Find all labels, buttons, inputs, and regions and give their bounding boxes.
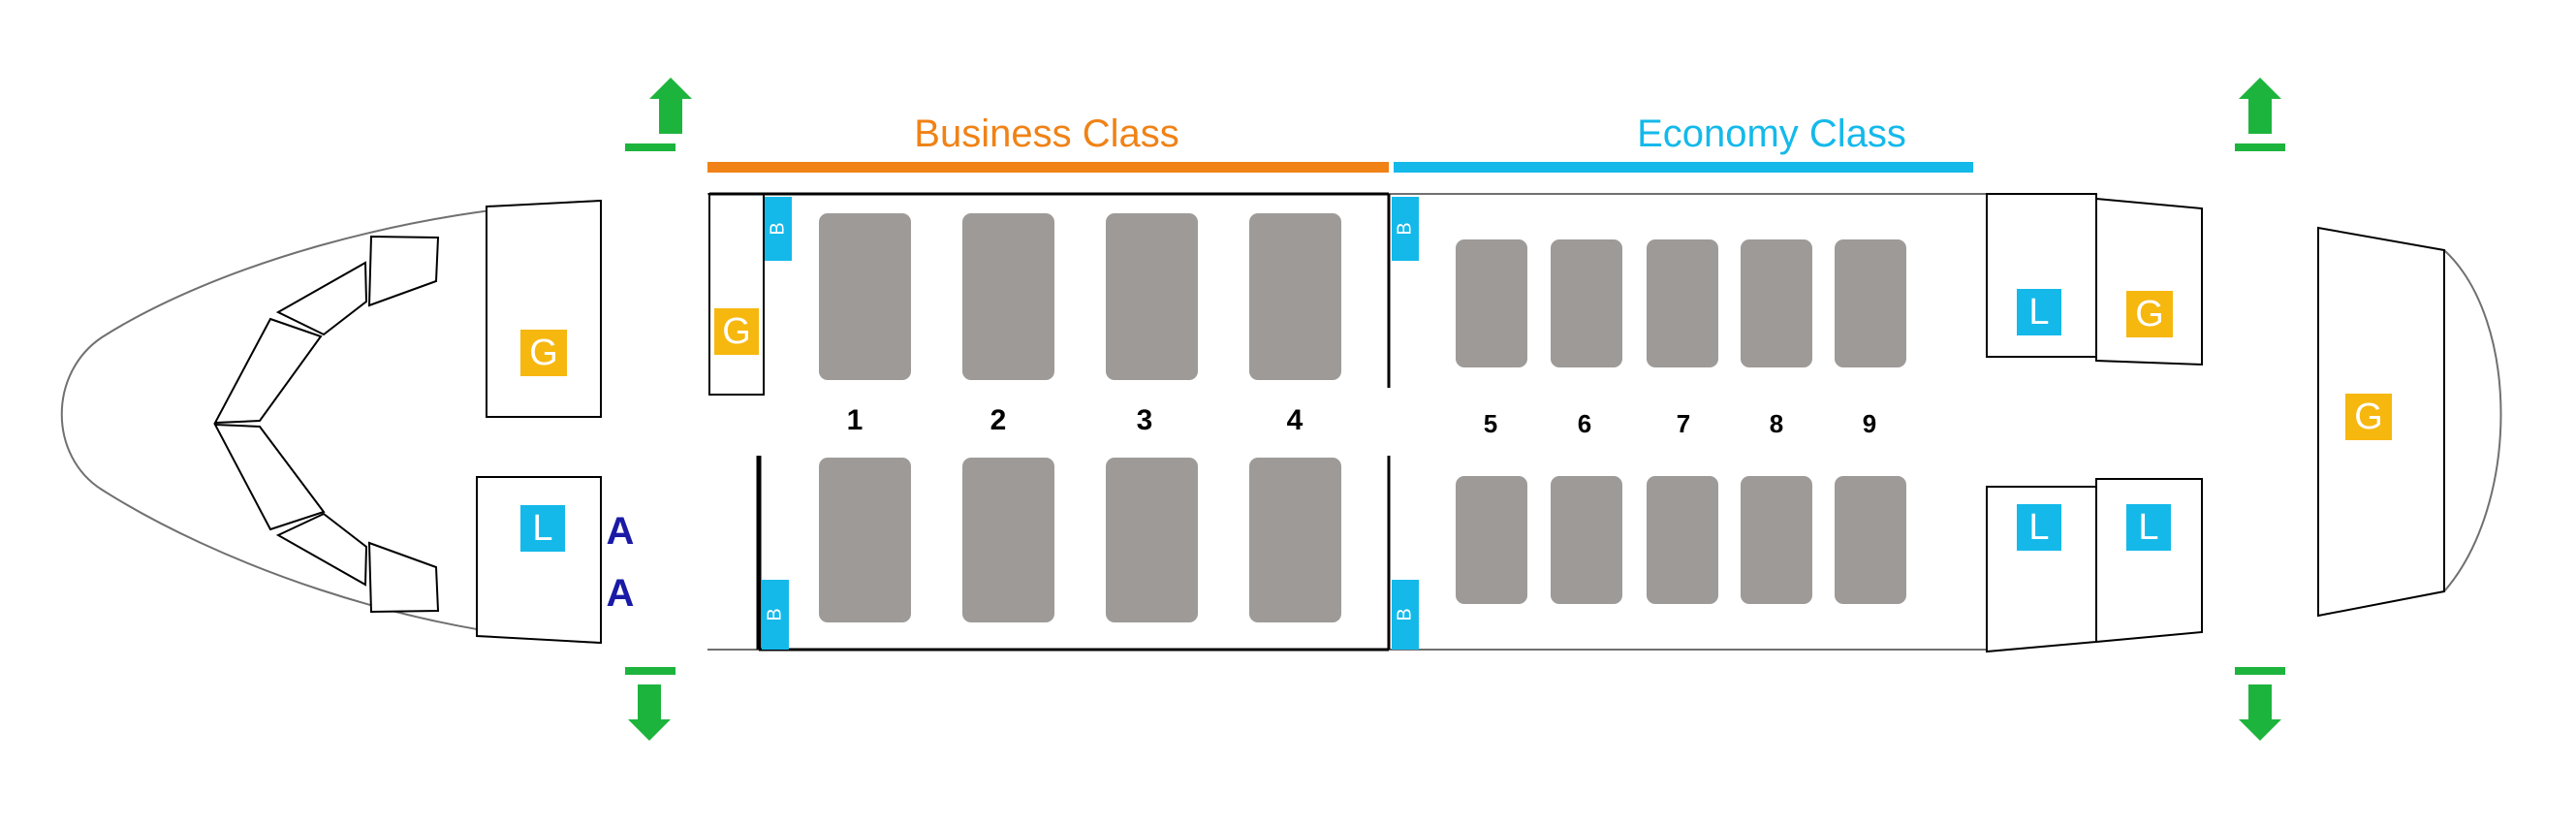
- aft-lav-unit-lower-right: [2095, 478, 2203, 644]
- aft-galley-unit-upper: [2095, 197, 2203, 366]
- galley-icon: G: [2126, 291, 2173, 337]
- cockpit-window-3: [213, 317, 323, 425]
- seat-5-upper[interactable]: [1456, 239, 1527, 367]
- business-class-bar: [707, 162, 1389, 173]
- economy-class-label: Economy Class: [1637, 112, 1906, 155]
- bassinet-icon: B: [1392, 580, 1419, 650]
- svg-text:G: G: [2354, 397, 2383, 437]
- row-number: 9: [1863, 409, 1876, 438]
- cockpit-window-1: [367, 235, 440, 307]
- galley-markers: G G G G: [520, 291, 2392, 440]
- lavatory-icon: L: [2017, 289, 2061, 335]
- row-number: 3: [1137, 404, 1153, 436]
- svg-text:L: L: [2138, 507, 2158, 548]
- svg-text:G: G: [2135, 294, 2164, 334]
- row-number: 6: [1578, 409, 1591, 438]
- economy-class-bar: [1394, 162, 1973, 173]
- seat-8-upper[interactable]: [1741, 239, 1812, 367]
- cockpit-window-2: [275, 261, 368, 336]
- row-number: 8: [1770, 409, 1783, 438]
- business-seats[interactable]: [819, 213, 1341, 622]
- seat-8-lower[interactable]: [1741, 476, 1812, 604]
- seat-4-lower[interactable]: [1249, 458, 1341, 622]
- nose-upper-line: [60, 200, 602, 644]
- attendant-seat-icon: A: [607, 572, 635, 615]
- lavatory-icon: L: [520, 505, 565, 552]
- svg-text:B: B: [1394, 222, 1415, 235]
- seat-1-upper[interactable]: [819, 213, 911, 380]
- galley-icon: G: [714, 308, 759, 355]
- seat-9-upper[interactable]: [1835, 239, 1906, 367]
- exit-arrow-icon: [2235, 78, 2285, 151]
- seat-5-lower[interactable]: [1456, 476, 1527, 604]
- row-number: 5: [1484, 409, 1497, 438]
- seat-2-upper[interactable]: [962, 213, 1054, 380]
- lavatory-icon: L: [2017, 504, 2061, 551]
- tail-cap: [2443, 249, 2502, 592]
- svg-text:B: B: [764, 608, 785, 620]
- galley-icon: G: [2345, 394, 2392, 440]
- row-numbers: 1 2 3 4 5 6 7 8 9: [847, 404, 1877, 438]
- seat-6-lower[interactable]: [1551, 476, 1622, 604]
- cockpit-windows: [213, 235, 440, 614]
- exit-arrow-icon: [2235, 667, 2285, 741]
- exit-arrows: [625, 78, 2285, 741]
- business-galley-box: [708, 193, 765, 396]
- svg-text:L: L: [532, 508, 552, 549]
- front-lav-unit: [476, 476, 602, 645]
- lavatory-icon: L: [2126, 504, 2171, 551]
- seat-3-upper[interactable]: [1106, 213, 1198, 380]
- lavatory-markers: L L L L: [520, 289, 2171, 552]
- svg-text:G: G: [529, 333, 558, 373]
- row-number: 2: [990, 404, 1007, 436]
- svg-text:B: B: [1394, 608, 1415, 620]
- bassinet-icon: B: [765, 197, 792, 261]
- seat-3-lower[interactable]: [1106, 458, 1198, 622]
- economy-seats[interactable]: [1456, 239, 1906, 604]
- section-headers: Business Class Economy Class: [707, 112, 1973, 173]
- svg-text:G: G: [722, 311, 751, 352]
- seat-7-upper[interactable]: [1647, 239, 1718, 367]
- bassinet-icon: B: [762, 580, 789, 650]
- galley-icon: G: [520, 330, 567, 376]
- row-number: 4: [1287, 404, 1304, 436]
- front-galley-unit: [486, 199, 602, 418]
- cockpit-window-6: [367, 541, 440, 614]
- attendant-seats: A A: [607, 510, 635, 615]
- bassinet-markers: B B B B: [762, 197, 1419, 650]
- cabin-partitions: [709, 192, 1391, 652]
- seat-7-lower[interactable]: [1647, 476, 1718, 604]
- row-number: 7: [1677, 409, 1690, 438]
- svg-text:L: L: [2028, 507, 2049, 548]
- svg-text:B: B: [767, 222, 788, 235]
- cockpit-window-5: [275, 512, 368, 587]
- seat-6-upper[interactable]: [1551, 239, 1622, 367]
- exit-arrow-icon: [625, 78, 692, 151]
- attendant-seat-icon: A: [607, 510, 635, 553]
- front-monuments: [476, 199, 602, 645]
- row-number: 1: [847, 404, 864, 436]
- seat-9-lower[interactable]: [1835, 476, 1906, 604]
- seat-1-lower[interactable]: [819, 458, 911, 622]
- cockpit-window-4: [213, 423, 326, 531]
- exit-arrow-icon: [625, 667, 675, 741]
- bassinet-icon: B: [1392, 197, 1419, 261]
- seat-4-upper[interactable]: [1249, 213, 1341, 380]
- business-class-label: Business Class: [914, 112, 1178, 155]
- svg-text:L: L: [2028, 292, 2049, 333]
- seat-2-lower[interactable]: [962, 458, 1054, 622]
